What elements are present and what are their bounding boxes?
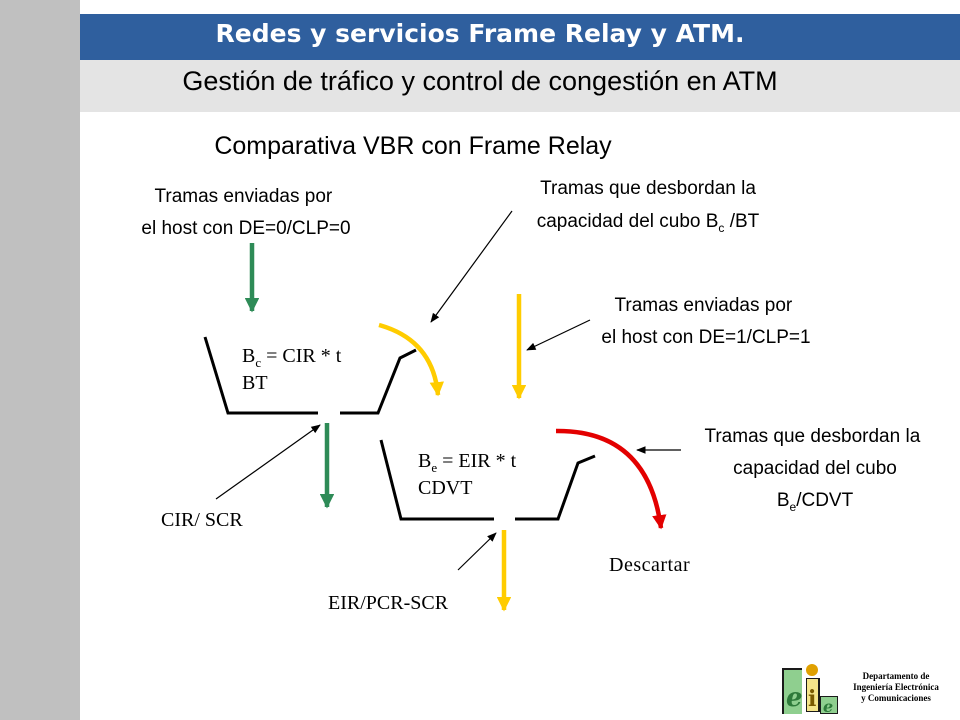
- page-subtitle: Gestión de tráfico y control de congesti…: [182, 66, 778, 96]
- pointer-eir: [457, 532, 497, 571]
- bucket-bc-label-line2: BT: [242, 372, 268, 394]
- label-overflow-be-line1: Tramas que desbordan la: [704, 426, 920, 447]
- label-overflow-be: Tramas que desbordan la capacidad del cu…: [704, 426, 925, 479]
- bucket-be-label-line2: CDVT: [418, 477, 472, 499]
- logo-letter-i: i: [808, 686, 816, 712]
- label-discard: Descartar: [609, 554, 690, 576]
- logo-letter-e1: e: [786, 683, 803, 713]
- pointer-cir: [215, 424, 321, 500]
- pointer-host-de1: [526, 319, 591, 351]
- bucket-bc-shape-right: [340, 348, 417, 415]
- label-host-de1-line2: el host con DE=1/CLP=1: [601, 327, 810, 348]
- label-overflow-be-line2: capacidad del cubo: [733, 458, 897, 479]
- label-cir-scr: CIR/ SCR: [161, 509, 243, 531]
- label-host-de1-line1: Tramas enviadas por: [614, 295, 792, 316]
- department-logo: e i e: [782, 664, 838, 714]
- department-line2: Ingeniería Electrónica: [853, 682, 939, 692]
- header-title: Redes y servicios Frame Relay y ATM.: [215, 19, 745, 48]
- label-host-de0: Tramas enviadas por el host con DE=0/CLP…: [141, 186, 350, 239]
- bucket-be-shape: [379, 439, 494, 521]
- bucket-be-label: Be = EIR * t: [418, 450, 517, 475]
- bucket-be-shape-right: [515, 454, 596, 521]
- department-line1: Departamento de: [862, 671, 930, 681]
- label-overflow-bc-line1: Tramas que desbordan la: [540, 178, 756, 199]
- department-line3: y Comunicaciones: [861, 693, 931, 703]
- pointer-overflow-bc: [430, 210, 513, 323]
- arrow-yellow-overflow-bc: [378, 322, 444, 397]
- label-host-de0-line2: el host con DE=0/CLP=0: [141, 218, 350, 239]
- logo-i-dot: [806, 664, 818, 676]
- logo-letter-e2: e: [823, 697, 833, 714]
- label-overflow-be-line3: Be/CDVT: [777, 490, 854, 514]
- department-name: Departamento de Ingeniería Electrónica y…: [836, 671, 956, 704]
- label-host-de1: Tramas enviadas por el host con DE=1/CLP…: [601, 295, 810, 348]
- label-host-de0-line1: Tramas enviadas por: [154, 186, 332, 207]
- diagram-heading: Comparativa VBR con Frame Relay: [214, 132, 612, 160]
- header-band: [80, 14, 960, 60]
- label-overflow-bc: Tramas que desbordan la: [540, 178, 756, 199]
- bucket-bc-shape: [203, 336, 318, 415]
- left-sidebar-band: [0, 0, 80, 720]
- bucket-bc-label: Bc = CIR * t: [242, 345, 342, 370]
- arrow-red-discard: [555, 428, 667, 530]
- subtitle-band: [80, 60, 960, 112]
- label-eir-pcr-scr: EIR/PCR-SCR: [328, 592, 449, 614]
- label-overflow-bc-line2: capacidad del cubo Bc /BT: [537, 211, 760, 235]
